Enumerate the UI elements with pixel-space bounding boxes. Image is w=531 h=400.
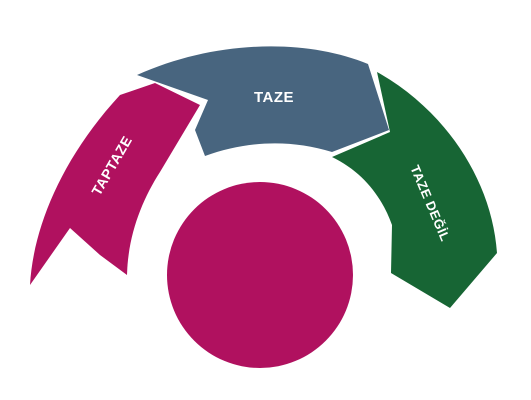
center-circle — [167, 182, 353, 368]
segment-taze — [137, 46, 389, 157]
segment-taze-degil — [332, 72, 497, 308]
segment-taptaze — [30, 83, 200, 285]
label-taze: TAZE — [254, 89, 294, 106]
